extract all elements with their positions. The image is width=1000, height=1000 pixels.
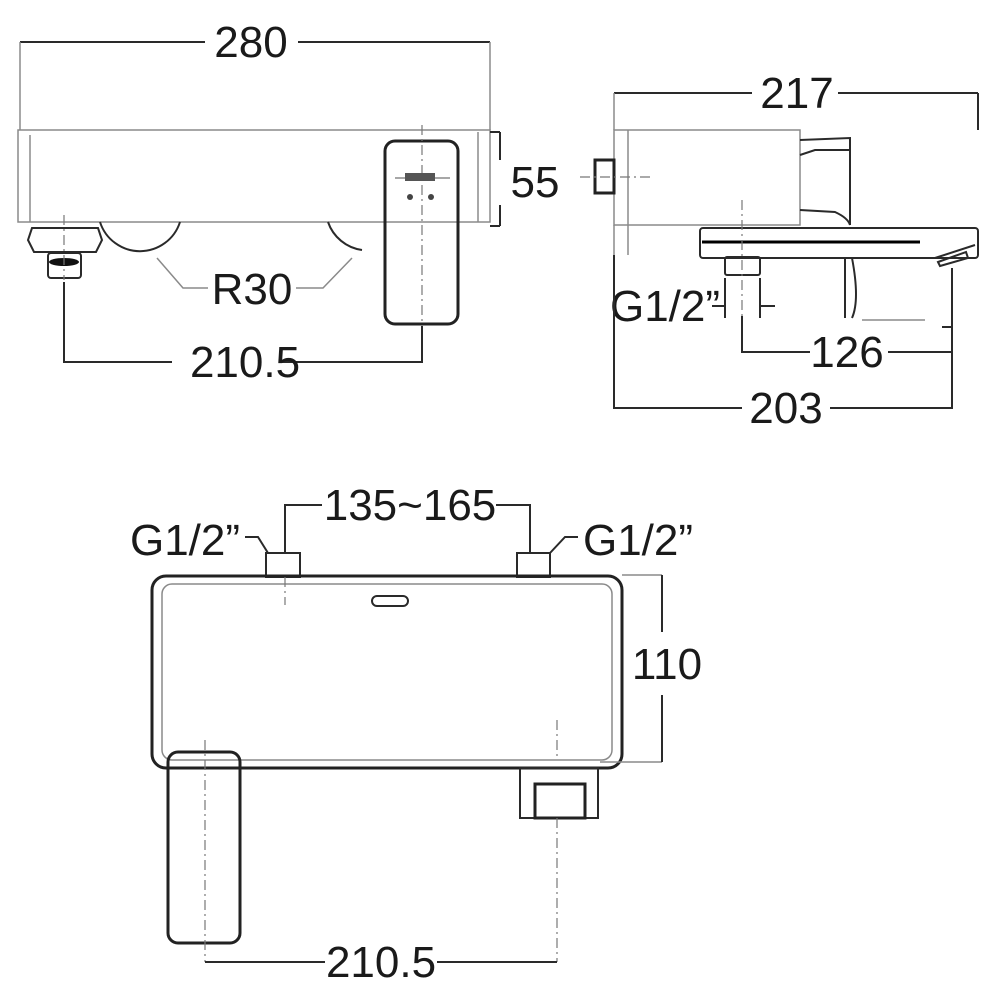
height-label: 55 — [511, 158, 560, 207]
projection-label: 203 — [749, 384, 822, 433]
depth-label: 110 — [632, 640, 702, 689]
mixer-body — [17, 129, 491, 253]
dimension-135-165: 135~165 — [284, 481, 531, 553]
inlet-label: G1/2” — [610, 282, 720, 331]
radius-label: R30 — [212, 265, 293, 314]
side-body — [580, 129, 851, 255]
inlet-right: G1/2” — [516, 516, 693, 578]
dimension-110: 110 — [600, 574, 702, 763]
dimension-210-5-top: 210.5 — [205, 938, 557, 987]
top-handle — [166, 740, 242, 962]
dimension-203: 203 — [613, 255, 953, 433]
inlet-spacing-label: 135~165 — [324, 481, 497, 530]
side-view: 217 G1/2” — [580, 69, 979, 433]
dimension-55: 55 — [490, 131, 560, 227]
depth-label: 217 — [760, 69, 833, 118]
inlet-left: G1/2” — [130, 516, 301, 578]
inlet-right-label: G1/2” — [583, 516, 693, 565]
centers-label: 210.5 — [326, 938, 436, 987]
dimension-126: 126 — [741, 268, 953, 377]
dimension-280: 280 — [19, 18, 491, 130]
top-outlet — [519, 767, 599, 962]
width-label: 280 — [214, 18, 287, 67]
front-view: 280 R30 — [17, 18, 560, 387]
inlet-left-label: G1/2” — [130, 516, 240, 565]
inlet-pipe: G1/2” — [610, 200, 775, 331]
outlet-nut — [26, 215, 104, 280]
handle — [383, 125, 460, 365]
top-view: 135~165 G1/2” G1/2” 110 — [130, 481, 702, 987]
dimension-217: 217 — [613, 69, 979, 130]
dimension-r30: R30 — [156, 257, 353, 314]
spout — [699, 227, 979, 321]
spout-label: 126 — [810, 328, 883, 377]
top-body — [150, 574, 624, 770]
centers-label: 210.5 — [190, 338, 300, 387]
dimension-210-5-front: 210.5 — [63, 282, 423, 387]
